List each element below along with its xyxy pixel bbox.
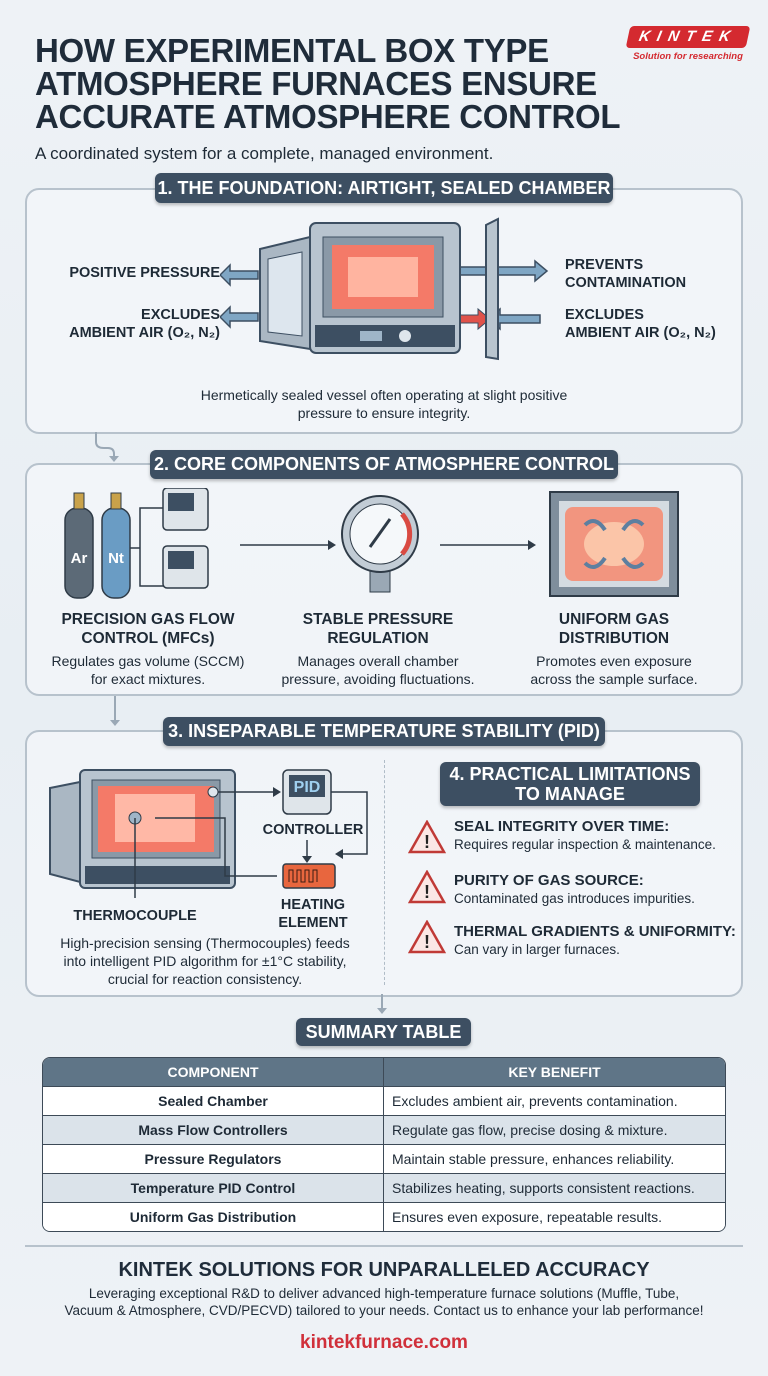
gas-cylinders-mfc-illustration: Ar Nt [64,488,209,599]
subtitle: A coordinated system for a complete, man… [35,144,494,163]
svg-text:!: ! [424,832,430,852]
connector-arrow-icon [95,432,119,462]
sealed-furnace-illustration [220,217,549,361]
logo-tagline: Solution for researching [633,51,743,62]
pressure-gauge-icon [341,495,419,593]
arrow-left-icon [220,263,259,287]
section3-caption: High-precision sensing (Thermocouples) f… [60,935,350,987]
page-title: HOW EXPERIMENTAL BOX TYPE ATMOSPHERE FUR… [35,32,621,135]
divider [384,760,385,985]
section3-heading: 3. INSEPARABLE TEMPERATURE STABILITY (PI… [163,717,605,746]
section2-heading: 2. CORE COMPONENTS OF ATMOSPHERE CONTROL [150,450,618,479]
kintek-logo: KINTEK Solution for researching [625,26,751,62]
footer-text: Leveraging exceptional R&D to deliver ad… [64,1286,704,1318]
section1-heading: 1. THE FOUNDATION: AIRTIGHT, SEALED CHAM… [155,173,613,203]
connector-arrow-icon [377,994,387,1014]
cylinder-label-ar: Ar [71,550,88,567]
svg-text:!: ! [424,932,430,952]
warning-icon: ! [408,870,446,904]
section1-caption: Hermetically sealed vessel often operati… [200,387,568,421]
title-line: ATMOSPHERE FURNACES ENSURE [35,65,597,102]
website-link[interactable]: kintekfurnace.com [300,1332,468,1353]
thermocouple-label: THERMOCOUPLE [73,908,197,924]
warning-icon: ! [408,920,446,954]
svg-text:!: ! [424,882,430,902]
title-line: ACCURATE ATMOSPHERE CONTROL [35,98,621,135]
controller-label: CONTROLLER [262,822,364,838]
column-header: KEY BENEFIT [384,1058,725,1086]
column-header: COMPONENT [43,1058,384,1086]
label-positive-pressure: POSITIVE PRESSURE [69,265,220,281]
pid-label: PID [294,779,321,796]
connector-arrow-icon [110,696,120,726]
cylinder-label-nt: Nt [108,550,124,567]
arrow-right-icon [454,259,549,283]
pid-furnace-illustration: PID [49,769,368,898]
footer-title: KINTEK SOLUTIONS FOR UNPARALLELED ACCURA… [118,1259,650,1281]
warning-icon: ! [408,820,446,854]
gas-distribution-chamber-icon [549,491,679,597]
flow-arrows [240,540,536,550]
title-line: HOW EXPERIMENTAL BOX TYPE [35,32,549,69]
logo-brand: KINTEK [625,26,751,48]
footer-divider [25,1245,743,1247]
summary-heading: SUMMARY TABLE [296,1018,471,1046]
arrow-left-icon [220,305,259,329]
